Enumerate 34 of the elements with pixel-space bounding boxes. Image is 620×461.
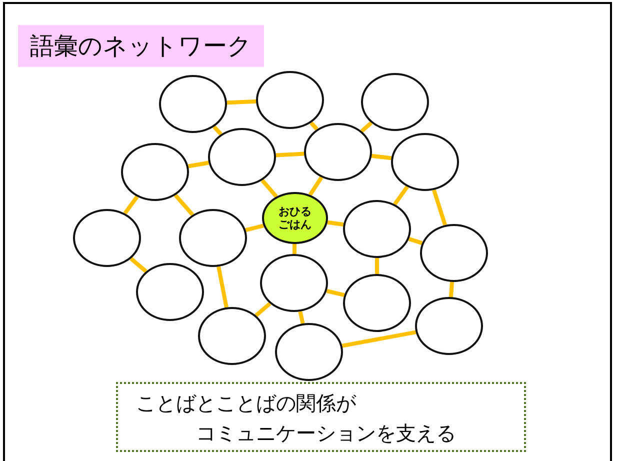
connector-line [123,195,139,215]
word-circle [73,209,141,267]
connector-line [432,189,447,226]
connector-line [254,302,272,317]
connector-line [327,220,344,226]
connector-line [375,258,379,274]
connector-line [276,152,304,158]
connector-line [174,194,194,216]
connector-line [310,121,318,131]
title-banner: 語彙のネットワーク [18,25,264,67]
connector-line [298,311,305,324]
connector-line [308,176,324,196]
connector-line [130,257,148,273]
connector-line [188,160,210,168]
connector-line [212,125,222,136]
connector-line [342,330,416,348]
connector-line [216,266,228,308]
connector-line [448,282,454,298]
connector-line [326,288,345,298]
connector-line [408,237,423,245]
caption-box: ことばとことばの関係がコミュニケーションを支える [116,382,526,452]
word-circle [208,128,276,186]
connector-line [393,186,409,206]
connector-line [245,224,264,232]
connector-line [226,99,256,105]
connector-line [371,154,392,160]
word-circle [304,123,372,181]
connector-line [260,178,278,198]
word-circle [198,307,266,365]
connector-line [292,244,297,254]
topic-circle: おひるごはん [262,192,328,244]
connector-line [360,121,373,133]
word-circle [179,209,247,267]
word-circle [136,263,204,321]
